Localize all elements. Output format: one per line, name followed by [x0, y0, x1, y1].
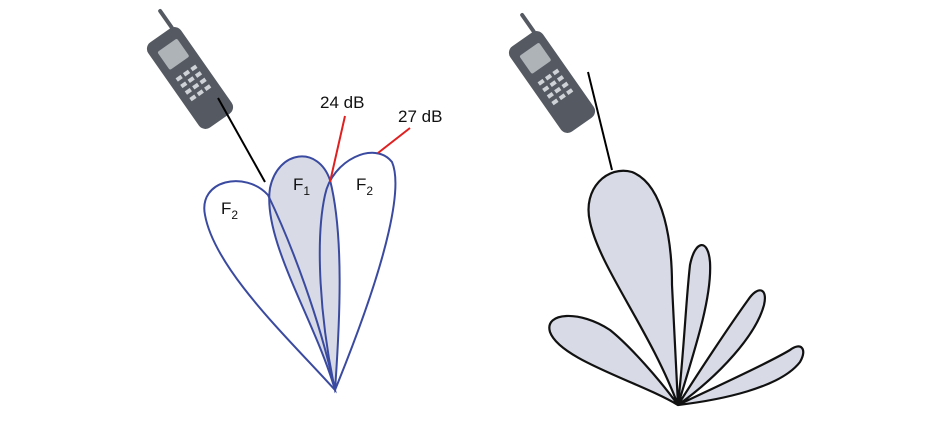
beam-f2-right — [318, 151, 397, 394]
label-beam-f2-right: F2 — [356, 175, 373, 198]
phone-keypad — [537, 68, 574, 106]
phone-screen — [158, 39, 189, 70]
phone-antenna — [158, 8, 174, 30]
label-beam-f2-left: F2 — [221, 199, 238, 222]
beam-f2-left — [203, 180, 337, 394]
label-beam-f1: F1 — [293, 175, 310, 198]
phone-antenna — [520, 12, 536, 34]
leader-line-24db — [329, 115, 346, 183]
phone-icon-right — [508, 12, 596, 133]
phone-link-line-left — [217, 97, 266, 183]
right-multilobe-pattern — [548, 169, 805, 407]
phone-screen — [520, 43, 551, 74]
phone-link-line-right — [587, 71, 613, 171]
left-beam-pattern — [203, 151, 397, 394]
annotation-27db: 27 dB — [398, 107, 442, 126]
phone-icon-left — [146, 8, 234, 129]
phone-keypad — [175, 64, 212, 102]
annotation-24db: 24 dB — [320, 93, 364, 112]
leader-line-27db — [377, 127, 411, 154]
